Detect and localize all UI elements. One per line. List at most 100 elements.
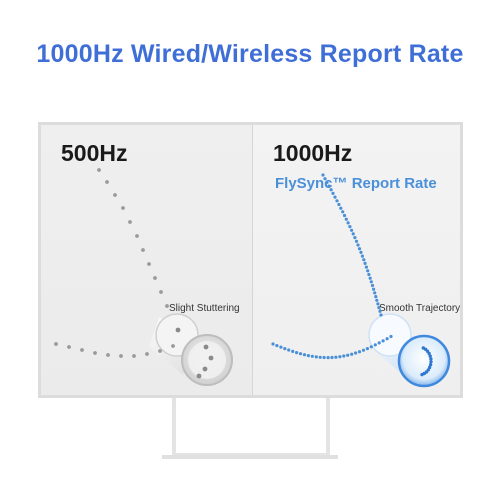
left-trajectory-dots xyxy=(54,168,214,379)
trajectory-dot xyxy=(321,173,325,177)
trajectory-dot xyxy=(374,295,378,299)
trajectory-dot xyxy=(132,354,136,358)
trajectory-dot xyxy=(346,353,350,357)
monitor-screen: 500Hz Slight Stuttering 1000Hz FlySync™ … xyxy=(38,122,463,398)
trajectory-dot xyxy=(385,337,389,341)
trajectory-dot xyxy=(354,351,358,355)
trajectory-dot xyxy=(322,355,326,360)
trajectory-dot xyxy=(376,302,380,306)
magnified-dot xyxy=(428,354,432,358)
trajectory-dot xyxy=(341,210,345,214)
trajectory-dot xyxy=(80,348,84,352)
trajectory-dot xyxy=(375,298,379,302)
trajectory-dot xyxy=(357,350,362,354)
trajectory-dot xyxy=(333,195,337,199)
trajectory-dot xyxy=(97,168,101,172)
right-subtitle: FlySync™ Report Rate xyxy=(275,175,437,192)
trajectory-dot xyxy=(323,177,327,181)
trajectory-dot xyxy=(329,188,333,192)
trajectory-dot xyxy=(298,352,303,356)
trajectory-dot xyxy=(159,290,163,294)
magnified-dot xyxy=(428,363,433,367)
trajectory-dot xyxy=(54,342,58,346)
trajectory-dot xyxy=(105,180,109,184)
panel-divider xyxy=(252,125,253,395)
trajectory-dot xyxy=(348,225,352,229)
trajectory-dot xyxy=(331,191,335,195)
magnified-dot xyxy=(203,344,209,350)
magnified-dot xyxy=(429,357,433,361)
trajectory-dot xyxy=(338,355,342,359)
trajectory-dot xyxy=(318,355,322,359)
trajectory-dot xyxy=(365,347,369,351)
trajectory-dot xyxy=(325,180,329,184)
trajectory-dot xyxy=(337,202,341,207)
trajectory-dot xyxy=(356,243,360,247)
trajectory-dot xyxy=(302,353,307,357)
trajectory-dot xyxy=(372,287,376,291)
headline: 1000Hz Wired/Wireless Report Rate xyxy=(36,40,464,68)
trajectory-dot xyxy=(141,248,145,252)
trajectory-dot xyxy=(359,250,363,254)
magnified-dot xyxy=(427,351,431,356)
trajectory-dot xyxy=(373,291,377,295)
trajectory-dot xyxy=(389,334,393,339)
trajectory-dot xyxy=(330,355,334,360)
trajectory-dot xyxy=(344,217,348,221)
monitor-stand xyxy=(172,401,330,457)
trajectory-dot xyxy=(314,355,318,359)
trajectory-dot xyxy=(370,283,375,288)
trajectory-dot xyxy=(275,344,279,348)
left-magnifier xyxy=(149,313,233,386)
trajectory-dot xyxy=(158,349,162,353)
trajectory-dot xyxy=(350,228,354,232)
trajectory-dot xyxy=(379,313,383,317)
trajectory-dot xyxy=(147,262,151,266)
trajectory-dot xyxy=(364,265,368,269)
trajectory-dot xyxy=(67,345,71,349)
trajectory-dot xyxy=(373,343,377,347)
trajectory-dot xyxy=(369,345,373,349)
trajectory-dot xyxy=(366,269,370,273)
trajectory-dot xyxy=(378,309,382,313)
trajectory-dot xyxy=(354,239,359,243)
magnified-dot xyxy=(208,355,214,361)
trajectory-dot xyxy=(350,352,354,356)
trajectory-dot xyxy=(342,354,346,358)
right-annotation: Smooth Trajectory xyxy=(379,303,461,314)
trajectory-dot xyxy=(334,355,338,359)
magnified-dot xyxy=(420,372,424,377)
trajectory-dot xyxy=(165,304,169,308)
right-magnifier xyxy=(368,313,451,388)
trajectory-dot xyxy=(367,272,371,277)
magnified-dot xyxy=(196,373,202,379)
stand-foot xyxy=(162,455,338,459)
trajectory-dot xyxy=(119,354,123,358)
trajectory-dot xyxy=(360,254,364,258)
trajectory-dot xyxy=(287,348,291,352)
trajectory-dot xyxy=(93,351,97,355)
trajectory-dot xyxy=(351,232,355,236)
trajectory-dot xyxy=(326,356,330,360)
trajectory-dot xyxy=(363,261,367,265)
trajectory-dot xyxy=(145,352,149,356)
trajectory-dot xyxy=(113,193,117,197)
trajectory-dot xyxy=(306,354,310,358)
left-panel: 500Hz Slight Stuttering xyxy=(41,125,252,395)
trajectory-dot xyxy=(291,349,295,353)
trajectory-dot xyxy=(346,221,350,225)
right-rate-title: 1000Hz xyxy=(273,140,353,166)
trajectory-dot xyxy=(361,348,366,352)
magnified-dot xyxy=(429,360,433,364)
trajectory-dot xyxy=(353,236,357,240)
trajectory-dot xyxy=(368,276,372,280)
trajectory-dot xyxy=(279,345,283,349)
trajectory-dot xyxy=(106,353,110,357)
trajectory-dot xyxy=(381,339,385,343)
trajectory-dot xyxy=(128,220,132,224)
trajectory-dot xyxy=(327,184,331,188)
trajectory-dot xyxy=(339,206,343,210)
trajectory-dot xyxy=(377,341,381,345)
trajectory-dot xyxy=(283,347,287,351)
left-rate-title: 500Hz xyxy=(61,140,128,166)
